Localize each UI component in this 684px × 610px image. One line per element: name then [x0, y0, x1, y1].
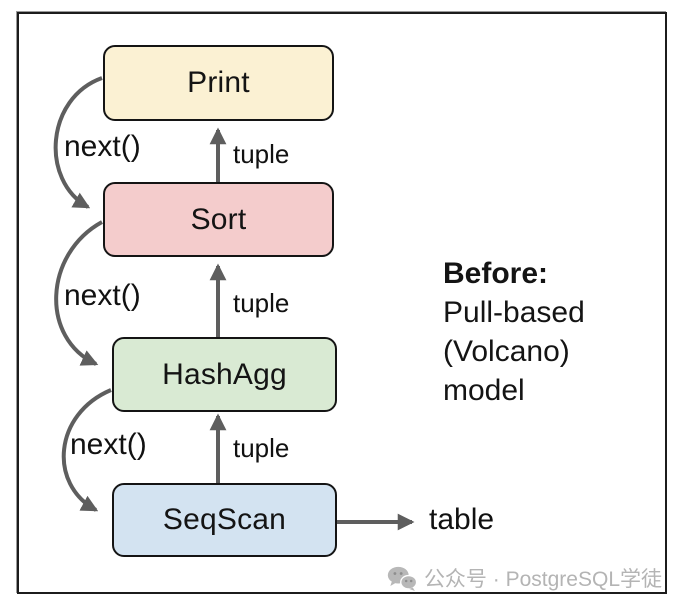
annotation-line: Pull-based: [443, 296, 585, 329]
next-call-label-1: next(): [64, 130, 141, 163]
node-print: Print: [103, 45, 334, 121]
node-seqscan-label: SeqScan: [162, 503, 287, 536]
node-seqscan: SeqScan: [112, 483, 337, 557]
annotation-line: (Volcano): [443, 335, 570, 368]
node-sort: Sort: [103, 182, 334, 257]
node-hashagg: HashAgg: [112, 337, 337, 412]
annotation-heading: Before:: [443, 257, 549, 290]
watermark: 公众号 · PostgreSQL学徒: [387, 563, 662, 593]
node-hashagg-label: HashAgg: [162, 357, 287, 391]
watermark-text: 公众号 · PostgreSQL学徒: [423, 568, 662, 591]
model-annotation: Before: Pull-based (Volcano) model: [443, 254, 585, 410]
annotation-line: model: [443, 374, 525, 407]
node-sort-label: Sort: [190, 202, 247, 236]
table-label: table: [429, 503, 495, 536]
node-print-label: Print: [187, 66, 250, 99]
next-call-label-3: next(): [70, 428, 147, 461]
next-call-label-2: next(): [64, 279, 141, 312]
tuple-label-1: tuple: [233, 139, 290, 169]
tuple-label-2: tuple: [233, 288, 290, 318]
tuple-label-3: tuple: [233, 433, 290, 463]
wechat-icon: [387, 566, 417, 591]
